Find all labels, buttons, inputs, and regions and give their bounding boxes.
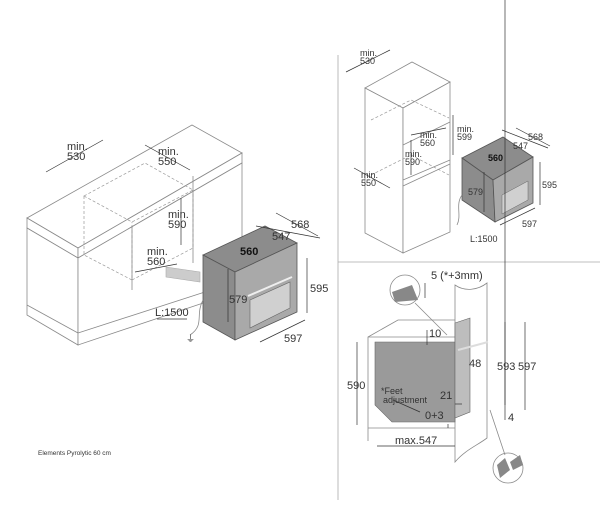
dim-590: 590 [347,380,365,392]
tall-dim-579: 579 [468,187,483,197]
dim-min-530-value: 530 [67,151,85,163]
tall-dim-min-550-value: 550 [361,178,376,188]
side-section-drawing [367,274,524,484]
dim-597-side: 597 [518,361,536,373]
plug-icon: ⏚ [186,334,195,344]
gap-label: 5 (*+3mm) [431,270,483,282]
dim-579: 579 [229,294,247,306]
dim-min-590-label: min. [168,209,189,221]
dim-10: 10 [429,328,441,340]
side-dimension-lines [356,0,526,447]
dim-min-560-value: 560 [147,256,165,268]
tall-dim-min-599-label: min. [457,124,474,134]
tall-dim-568: 568 [528,132,543,142]
dim-48: 48 [469,358,481,370]
dim-min-560-label: min. [147,246,168,258]
dim-min-550-label: min. [158,146,179,158]
tall-dim-min-530-label: min. [360,48,377,58]
oven-drawing-tall [456,136,534,226]
dim-597: 597 [284,333,302,345]
tall-dim-min-560-value: 560 [420,138,435,148]
left-dimension-lines [45,139,321,343]
tall-cable-length: L:1500 [470,234,498,244]
tall-dimension-lines [345,49,551,226]
cable-length: L:1500 [155,307,189,319]
tall-dim-547: 547 [513,141,528,151]
tall-dim-min-590-value: 590 [405,157,420,167]
tall-dim-min-550-label: min. [361,170,378,180]
feet-adjustment-label-1: *Feet [381,386,403,396]
tall-dim-min-530-value: 530 [360,56,375,66]
dim-560: 560 [240,246,258,258]
dim-593: 593 [497,361,515,373]
dim-min-530-label: min. [67,141,88,153]
feet-adjustment-label-2: adjustment [383,395,428,405]
tall-dim-595: 595 [542,180,557,190]
tall-dim-min-599-value: 599 [457,132,472,142]
tall-dim-min-590-label: min. [405,149,422,159]
dim-min-550-value: 550 [158,156,176,168]
caption: Elements Pyrolytic 60 cm [38,450,111,457]
tall-cabinet-drawing [364,61,451,254]
dim-4: 4 [508,412,514,424]
dim-595: 595 [310,283,328,295]
dim-547: 547 [272,231,290,243]
tall-dim-597: 597 [522,219,537,229]
feet-range: 0+3 [425,410,444,422]
tall-dim-560: 560 [488,153,503,163]
oven-drawing-left: ⏚ [186,225,298,344]
dim-max-547: max.547 [395,435,437,447]
dim-min-590-value: 590 [168,219,186,231]
dim-21: 21 [440,390,452,402]
tall-dim-min-560-label: min. [420,130,437,140]
dim-568: 568 [291,219,309,231]
